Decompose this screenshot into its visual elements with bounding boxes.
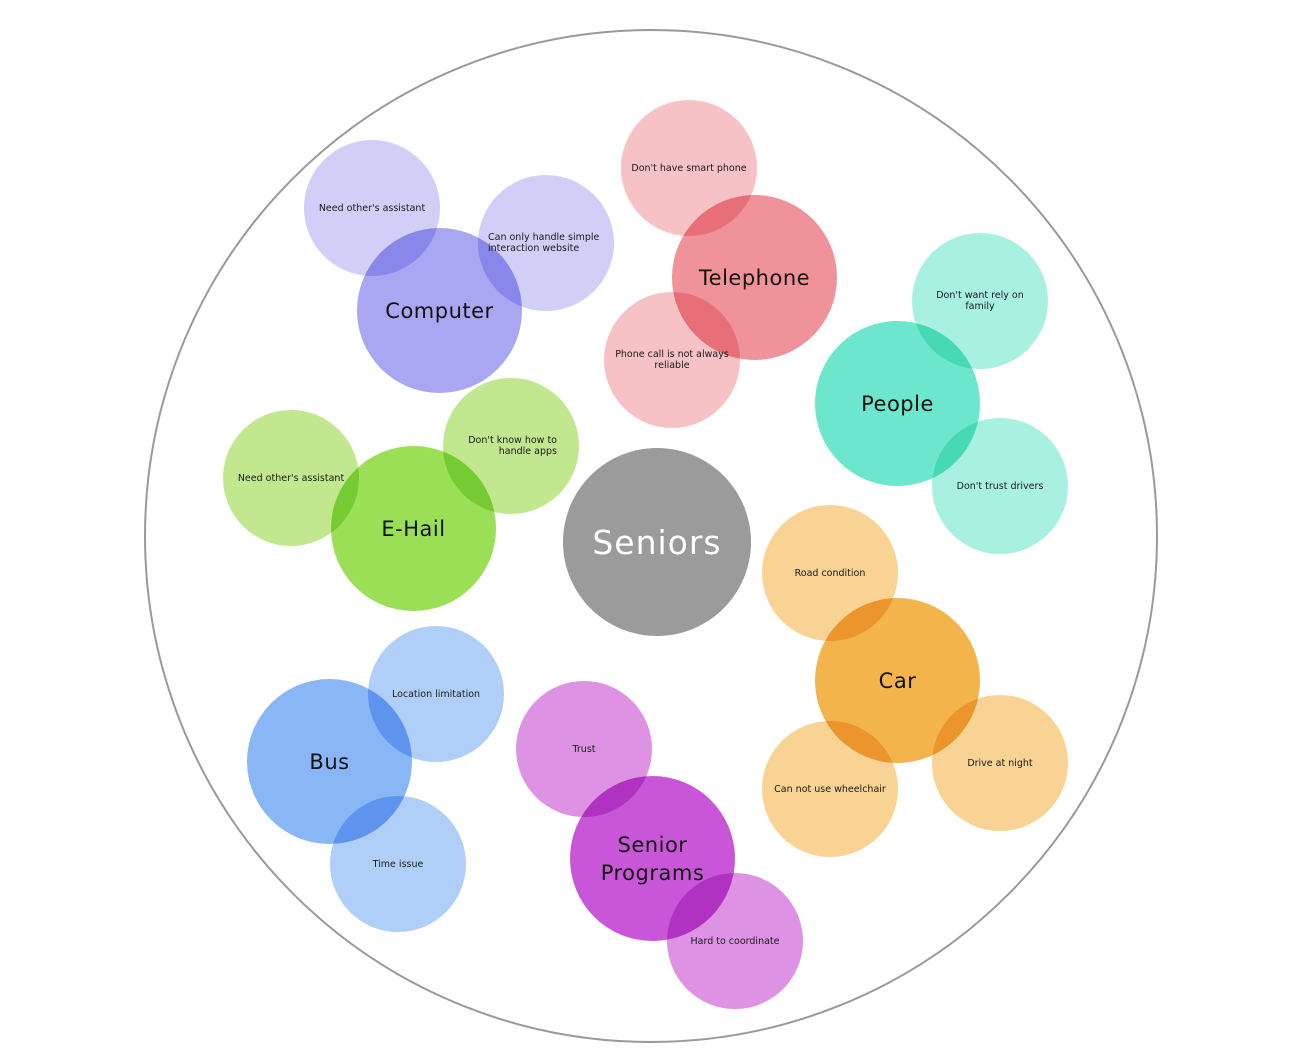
senior-programs-label: Senior Programs	[600, 832, 705, 885]
telephone-sub-label: Phone call is not always reliable	[615, 349, 729, 371]
outer-boundary-circle	[144, 29, 1158, 1043]
computer-sub-label: Need other's assistant	[318, 202, 426, 214]
car-label: Car	[878, 668, 917, 693]
computer-bubble: Computer	[357, 228, 522, 393]
people-label: People	[861, 391, 934, 416]
car-bubble: Car	[815, 598, 980, 763]
car-sub-label: Drive at night	[967, 757, 1033, 769]
senior-programs-sub-label: Hard to coordinate	[690, 935, 780, 947]
ehail-sub-label: Need other's assistant	[237, 472, 345, 484]
senior-programs-bubble: Senior Programs	[570, 776, 735, 941]
car-sub-label: Road condition	[794, 567, 866, 579]
car-sub-bubble: Drive at night	[932, 695, 1068, 831]
people-sub-label: Don't want rely on family	[936, 290, 1024, 312]
ehail-label: E-Hail	[381, 516, 446, 541]
telephone-bubble: Telephone	[672, 195, 837, 360]
computer-label: Computer	[385, 298, 494, 323]
seniors-center-label: Seniors	[592, 522, 722, 562]
car-sub-label: Can not use wheelchair	[774, 783, 886, 795]
ehail-bubble: E-Hail	[331, 446, 496, 611]
people-bubble: People	[815, 321, 980, 486]
people-sub-label: Don't trust drivers	[956, 480, 1044, 492]
seniors-center-bubble: Seniors	[563, 448, 751, 636]
computer-sub-label: Can only handle simple interaction websi…	[488, 232, 600, 254]
senior-programs-sub-label: Trust	[572, 743, 596, 755]
ehail-sub-label: Don't know how to handle apps	[468, 435, 557, 457]
telephone-sub-label: Don't have smart phone	[631, 162, 747, 174]
bus-sub-label: Location limitation	[391, 688, 481, 700]
bus-bubble: Bus	[247, 679, 412, 844]
bus-label: Bus	[309, 749, 350, 774]
telephone-label: Telephone	[698, 265, 811, 290]
bus-sub-label: Time issue	[372, 858, 424, 870]
